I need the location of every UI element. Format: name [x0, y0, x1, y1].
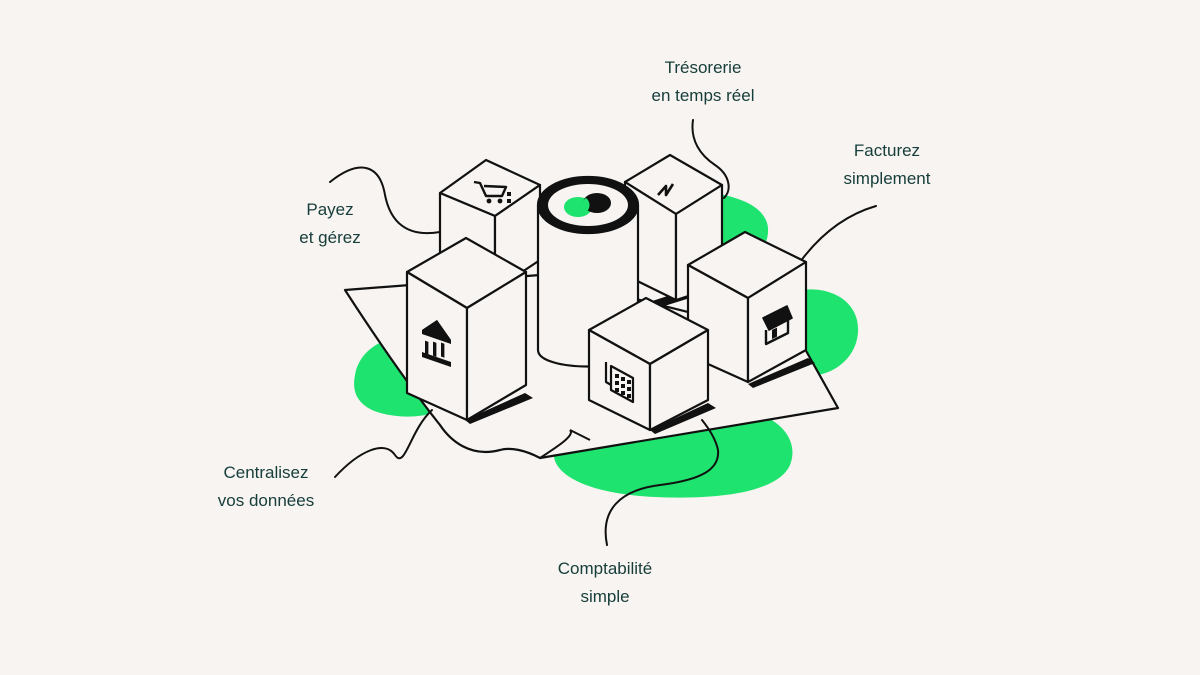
label-tresorerie-line1: Trésorerie	[664, 58, 742, 77]
connector-centralisez	[334, 409, 433, 478]
connector-payez	[329, 166, 441, 235]
label-comptabilite: Comptabilité simple	[530, 555, 680, 611]
label-centralisez-line1: Centralisez	[223, 463, 309, 482]
calculator-icon	[604, 362, 635, 404]
bank-icon	[422, 320, 451, 367]
label-payez-line1: Payez	[306, 200, 354, 219]
label-facturez: Facturez simplement	[812, 137, 962, 193]
connector-comptabilite	[604, 419, 720, 546]
label-centralisez-line2: vos données	[217, 491, 315, 510]
box-store	[686, 230, 808, 384]
label-centralisez: Centralisez vos données	[196, 459, 336, 515]
connector-facturez	[799, 205, 877, 263]
logo-icon	[564, 193, 611, 217]
connector-tresorerie	[691, 119, 730, 199]
label-payez-line2: et gérez	[299, 228, 361, 247]
box-bank	[405, 236, 528, 422]
box-calculator	[587, 296, 710, 432]
label-tresorerie: Trésorerie en temps réel	[618, 54, 788, 110]
connector-lines	[329, 119, 877, 546]
trend-line-icon	[657, 183, 675, 197]
store-icon	[762, 305, 793, 346]
label-facturez-line2: simplement	[843, 169, 931, 188]
label-facturez-line1: Facturez	[853, 141, 921, 160]
label-comptabilite-line1: Comptabilité	[557, 559, 653, 578]
label-tresorerie-line2: en temps réel	[651, 86, 755, 105]
label-payez: Payez et gérez	[280, 196, 380, 252]
shopping-cart-icon	[473, 180, 511, 204]
paper-fold	[539, 429, 591, 459]
label-comptabilite-line2: simple	[580, 587, 630, 606]
